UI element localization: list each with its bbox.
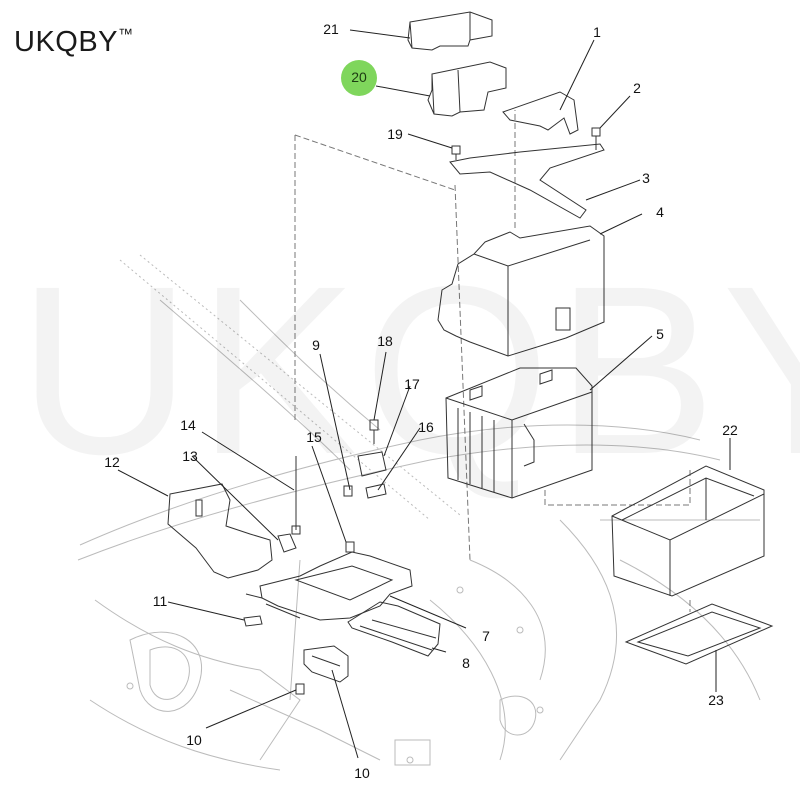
part-17-clamp [357,451,387,477]
part-9-bracket [303,645,349,683]
chassis-outline [77,254,761,771]
part-4-insulator [437,225,605,357]
part-8-rail [347,601,441,657]
highlighted-callout-20: 20 [341,60,377,96]
part-2-bolt [591,127,601,150]
callout-14: 14 [180,417,196,433]
battery-terminal-left [469,385,483,401]
callout-10-upper: 9 [312,337,320,353]
part-13-bracket [277,533,297,553]
callout-16: 16 [418,419,434,435]
callout-8: 8 [462,655,470,671]
part-15-stud [345,541,355,553]
leader-lines [117,29,731,759]
part-12-shield [167,483,273,579]
callout-9: 10 [354,765,370,781]
callout-21: 21 [323,21,339,37]
callout-17: 17 [404,376,420,392]
part-3-bracket [449,143,605,219]
brand-tm: ™ [118,26,134,43]
part-16-clip [365,483,387,499]
callout-7: 7 [482,628,490,644]
callout-22: 22 [722,422,738,438]
brand-watermark: UKQBY™ [18,232,800,508]
part-1-cover [502,91,579,135]
part-14-rod [291,456,301,535]
part-11-clip [243,615,263,627]
part-22-box [611,465,765,597]
part-10-bolt-lower [295,683,305,695]
callout-18: 18 [377,333,393,349]
part-7-tray [245,551,413,621]
callout-11: 11 [152,593,168,609]
callout-23: 23 [708,692,724,708]
watermark-text: UKQBY [18,236,800,504]
callout-15: 15 [306,429,322,445]
brand-name: UKQBY [14,26,119,58]
callout-12: 12 [104,454,120,470]
part-5-battery [445,367,593,499]
callout-19: 19 [387,126,403,142]
callout-3: 3 [642,170,650,186]
part-18-bolt [369,419,379,444]
callout-4: 4 [656,204,664,220]
guide-lines [294,110,691,612]
battery-terminal-right [539,369,553,385]
callout-2: 2 [633,80,641,96]
callout-5: 5 [656,326,664,342]
part-23-pad [624,603,774,665]
brand-logo: UKQBY™ [14,26,134,59]
callout-20-label: 20 [351,69,367,85]
callout-10-lower: 10 [186,732,202,748]
part-21-cover [407,11,493,51]
part-20-fuse-block [427,61,507,117]
callout-13: 13 [182,448,198,464]
part-19-bolt [451,145,461,160]
callout-1: 1 [593,24,601,40]
